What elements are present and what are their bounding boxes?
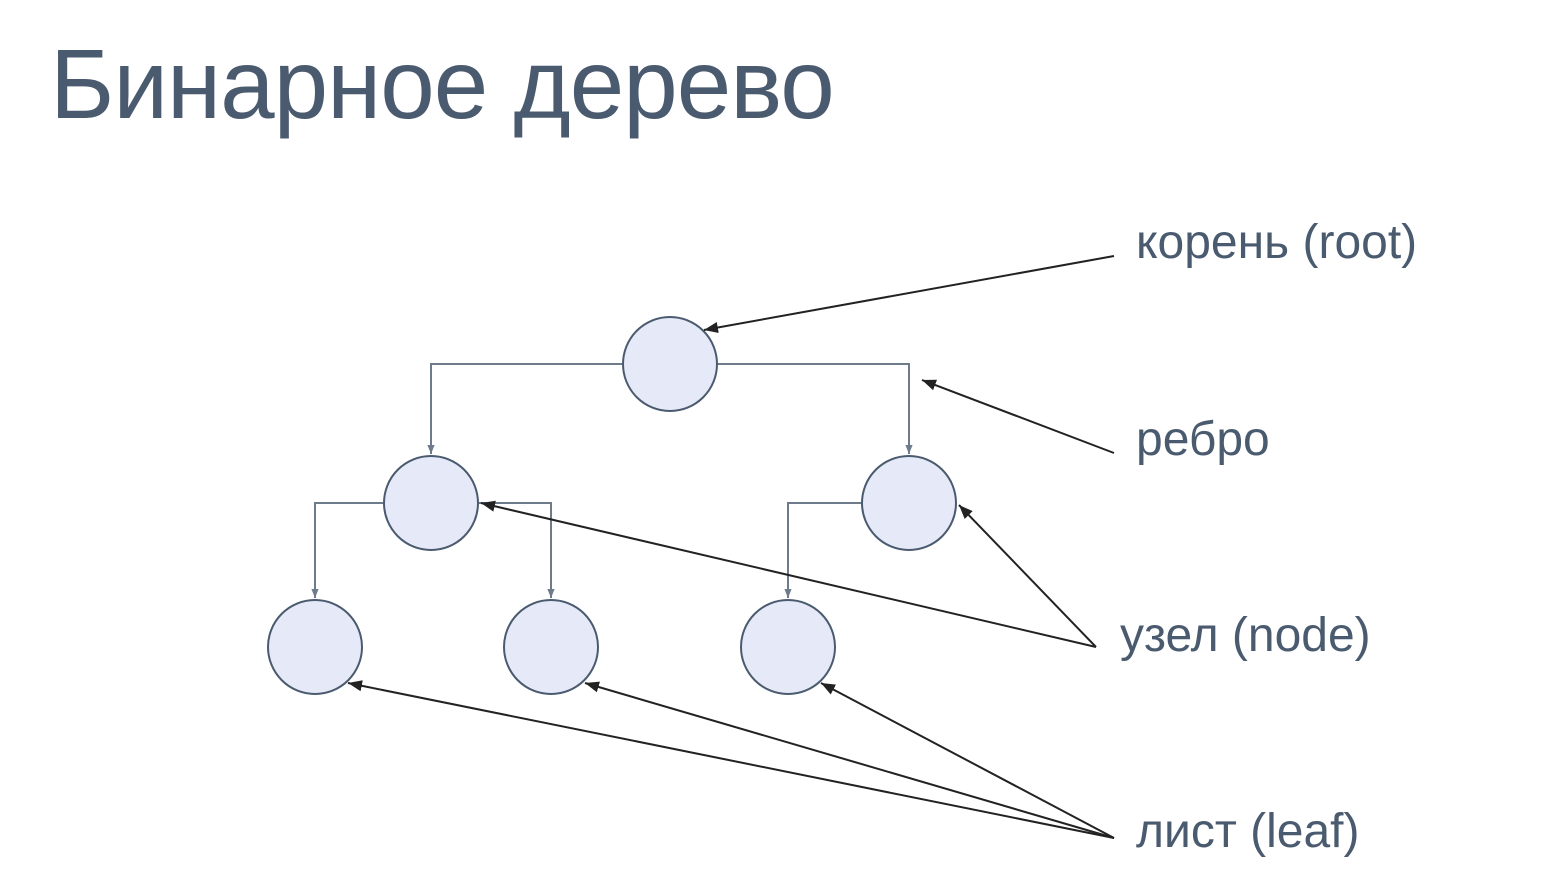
pointer-edge — [921, 379, 1115, 454]
pointer-leaf-2 — [584, 681, 1115, 839]
pointer-root — [703, 255, 1115, 334]
edge-left-leftleaf — [311, 502, 383, 598]
edge-root-left — [427, 363, 622, 454]
label-node: узел (node) — [1120, 609, 1371, 662]
pointer-node-left — [480, 500, 1097, 648]
edge-right-rightleaf — [784, 502, 861, 598]
label-root: корень (root) — [1136, 216, 1418, 269]
pointer-leaf-1 — [347, 680, 1115, 839]
tree-node-root — [622, 316, 718, 412]
slide-title: Бинарное дерево — [50, 29, 835, 139]
label-edge: ребро — [1136, 413, 1270, 466]
tree-node-left — [383, 455, 479, 551]
tree-leaf-1 — [267, 599, 363, 695]
pointer-leaf-3 — [820, 682, 1115, 839]
pointer-node-right — [958, 504, 1097, 648]
tree-leaf-2 — [503, 599, 599, 695]
edge-root-right — [717, 363, 913, 454]
tree-node-right — [861, 455, 957, 551]
edge-left-middleleaf — [478, 502, 555, 598]
label-leaf: лист (leaf) — [1136, 805, 1360, 858]
tree-leaf-3 — [740, 599, 836, 695]
